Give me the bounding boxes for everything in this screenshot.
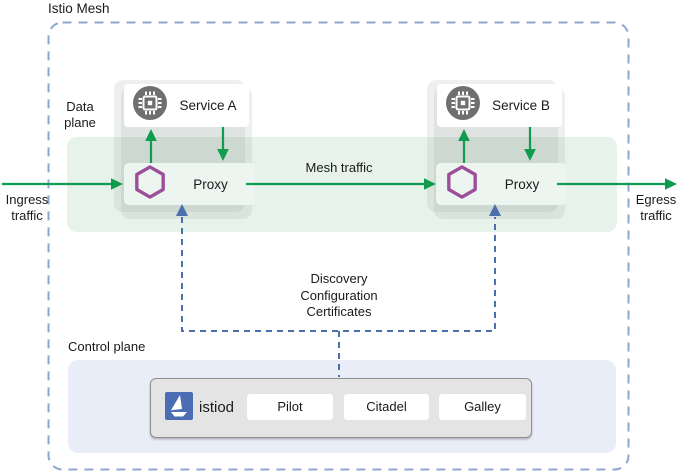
istio-sailboat-logo	[165, 392, 193, 425]
control-channel-caption: Discovery Configuration Certificates	[254, 271, 424, 321]
istiod-label: istiod	[199, 399, 235, 416]
component-citadel: Citadel	[344, 394, 429, 420]
service-a-box: Service A	[124, 84, 249, 127]
proxy-a-box: Proxy	[124, 163, 255, 205]
chip-icon	[133, 86, 167, 125]
channel-line-configuration: Configuration	[300, 287, 378, 303]
component-galley: Galley	[439, 394, 526, 420]
istiod-box: istiod Pilot Citadel Galley	[150, 378, 532, 438]
data-plane-label: Data plane	[64, 99, 96, 130]
service-a-label: Service A	[179, 98, 237, 113]
component-pilot: Pilot	[247, 394, 333, 420]
proxy-a-label: Proxy	[193, 176, 228, 192]
egress-traffic-label: Egress traffic	[635, 192, 677, 223]
hexagon-proxy-icon	[446, 164, 478, 205]
proxy-b-box: Proxy	[436, 163, 566, 205]
istio-mesh-title: Istio Mesh	[48, 1, 110, 16]
chip-icon	[446, 86, 480, 125]
service-b-label: Service B	[492, 98, 550, 113]
ingress-traffic-label: Ingress traffic	[5, 192, 49, 223]
channel-line-certificates: Certificates	[306, 304, 372, 319]
proxy-b-label: Proxy	[504, 176, 540, 192]
hexagon-proxy-icon	[134, 164, 166, 205]
service-b-box: Service B	[437, 84, 562, 127]
channel-line-discovery: Discovery	[310, 271, 368, 286]
mesh-traffic-label: Mesh traffic	[305, 160, 373, 175]
control-plane-label: Control plane	[68, 339, 146, 354]
